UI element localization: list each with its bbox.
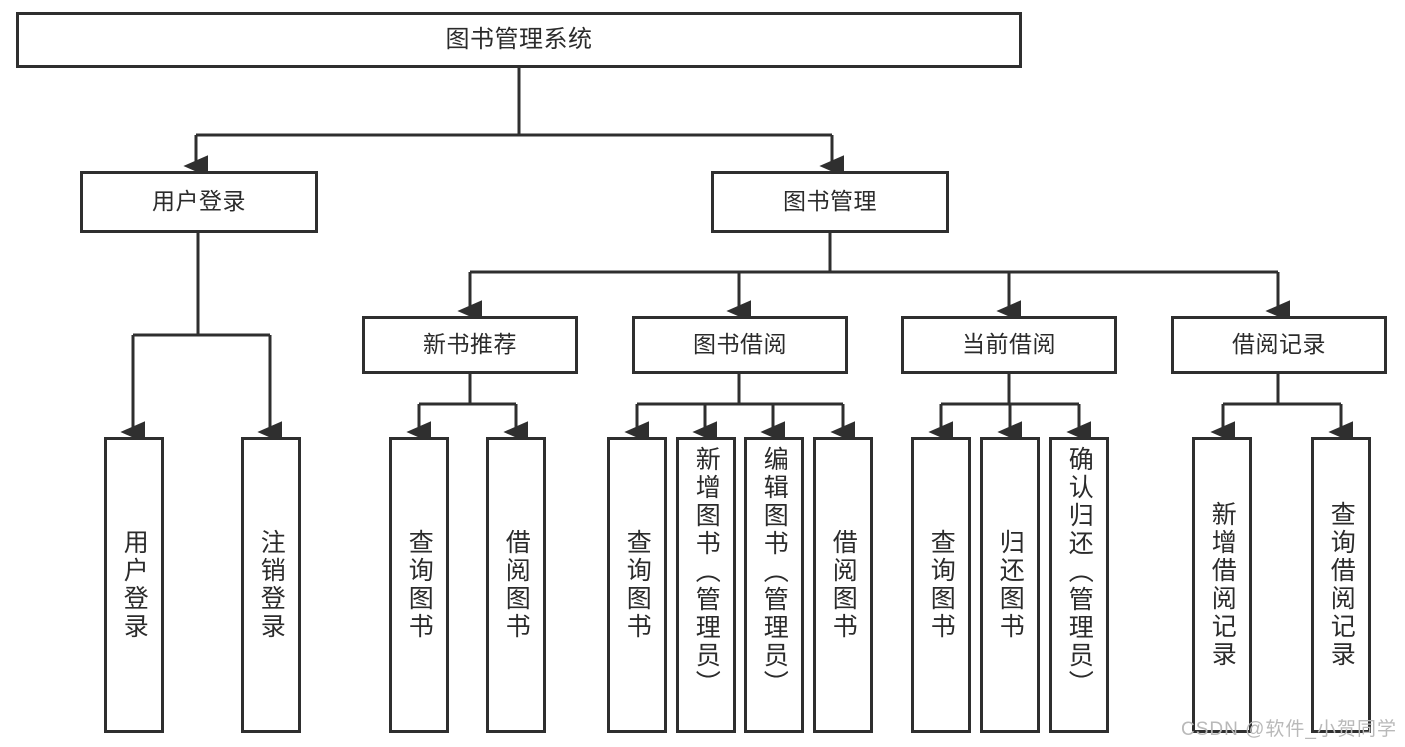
node-label: 图书管理系统 xyxy=(445,25,593,53)
node-label: 确认归还（管理员） xyxy=(1065,446,1094,698)
node-label: 归还图书 xyxy=(996,529,1025,641)
node-book-management[interactable]: 图书管理 xyxy=(711,171,949,233)
leaf-book-borrow-add-book-admin[interactable]: 新增图书（管理员） xyxy=(676,437,736,733)
node-label: 借阅图书 xyxy=(829,529,858,641)
node-borrowing-record[interactable]: 借阅记录 xyxy=(1171,316,1387,374)
node-book-borrowing[interactable]: 图书借阅 xyxy=(632,316,848,374)
node-new-book-recommendation[interactable]: 新书推荐 xyxy=(362,316,578,374)
leaf-new-book-query-book[interactable]: 查询图书 xyxy=(389,437,449,733)
leaf-current-borrow-return-book[interactable]: 归还图书 xyxy=(980,437,1040,733)
node-label: 用户登录 xyxy=(120,529,149,641)
node-label: 图书借阅 xyxy=(693,331,787,358)
node-label: 新书推荐 xyxy=(423,331,517,358)
leaf-borrow-record-query-record[interactable]: 查询借阅记录 xyxy=(1311,437,1371,733)
leaf-book-borrow-borrow-book[interactable]: 借阅图书 xyxy=(813,437,873,733)
leaf-current-borrow-confirm-return-admin[interactable]: 确认归还（管理员） xyxy=(1049,437,1109,733)
node-current-borrowing[interactable]: 当前借阅 xyxy=(901,316,1117,374)
node-label: 借阅图书 xyxy=(502,529,531,641)
node-label: 图书管理 xyxy=(783,188,877,215)
node-label: 注销登录 xyxy=(257,529,286,641)
node-label: 查询借阅记录 xyxy=(1327,501,1356,669)
node-label: 借阅记录 xyxy=(1232,331,1326,358)
node-label: 新增图书（管理员） xyxy=(692,446,721,698)
leaf-borrow-record-add-record[interactable]: 新增借阅记录 xyxy=(1192,437,1252,733)
watermark-csdn: CSDN @软件_小贺同学 xyxy=(1181,719,1397,740)
node-label: 查询图书 xyxy=(927,529,956,641)
leaf-current-borrow-query-book[interactable]: 查询图书 xyxy=(911,437,971,733)
leaf-new-book-borrow-book[interactable]: 借阅图书 xyxy=(486,437,546,733)
node-root-book-management-system[interactable]: 图书管理系统 xyxy=(16,12,1022,68)
node-label: 查询图书 xyxy=(623,529,652,641)
leaf-user-login-logout[interactable]: 注销登录 xyxy=(241,437,301,733)
leaf-book-borrow-edit-book-admin[interactable]: 编辑图书（管理员） xyxy=(744,437,804,733)
leaf-user-login-login[interactable]: 用户登录 xyxy=(104,437,164,733)
node-label: 用户登录 xyxy=(152,188,246,215)
node-label: 查询图书 xyxy=(405,529,434,641)
node-user-login[interactable]: 用户登录 xyxy=(80,171,318,233)
node-label: 当前借阅 xyxy=(962,331,1056,358)
node-label: 新增借阅记录 xyxy=(1208,501,1237,669)
node-label: 编辑图书（管理员） xyxy=(760,446,789,698)
leaf-book-borrow-query-book[interactable]: 查询图书 xyxy=(607,437,667,733)
